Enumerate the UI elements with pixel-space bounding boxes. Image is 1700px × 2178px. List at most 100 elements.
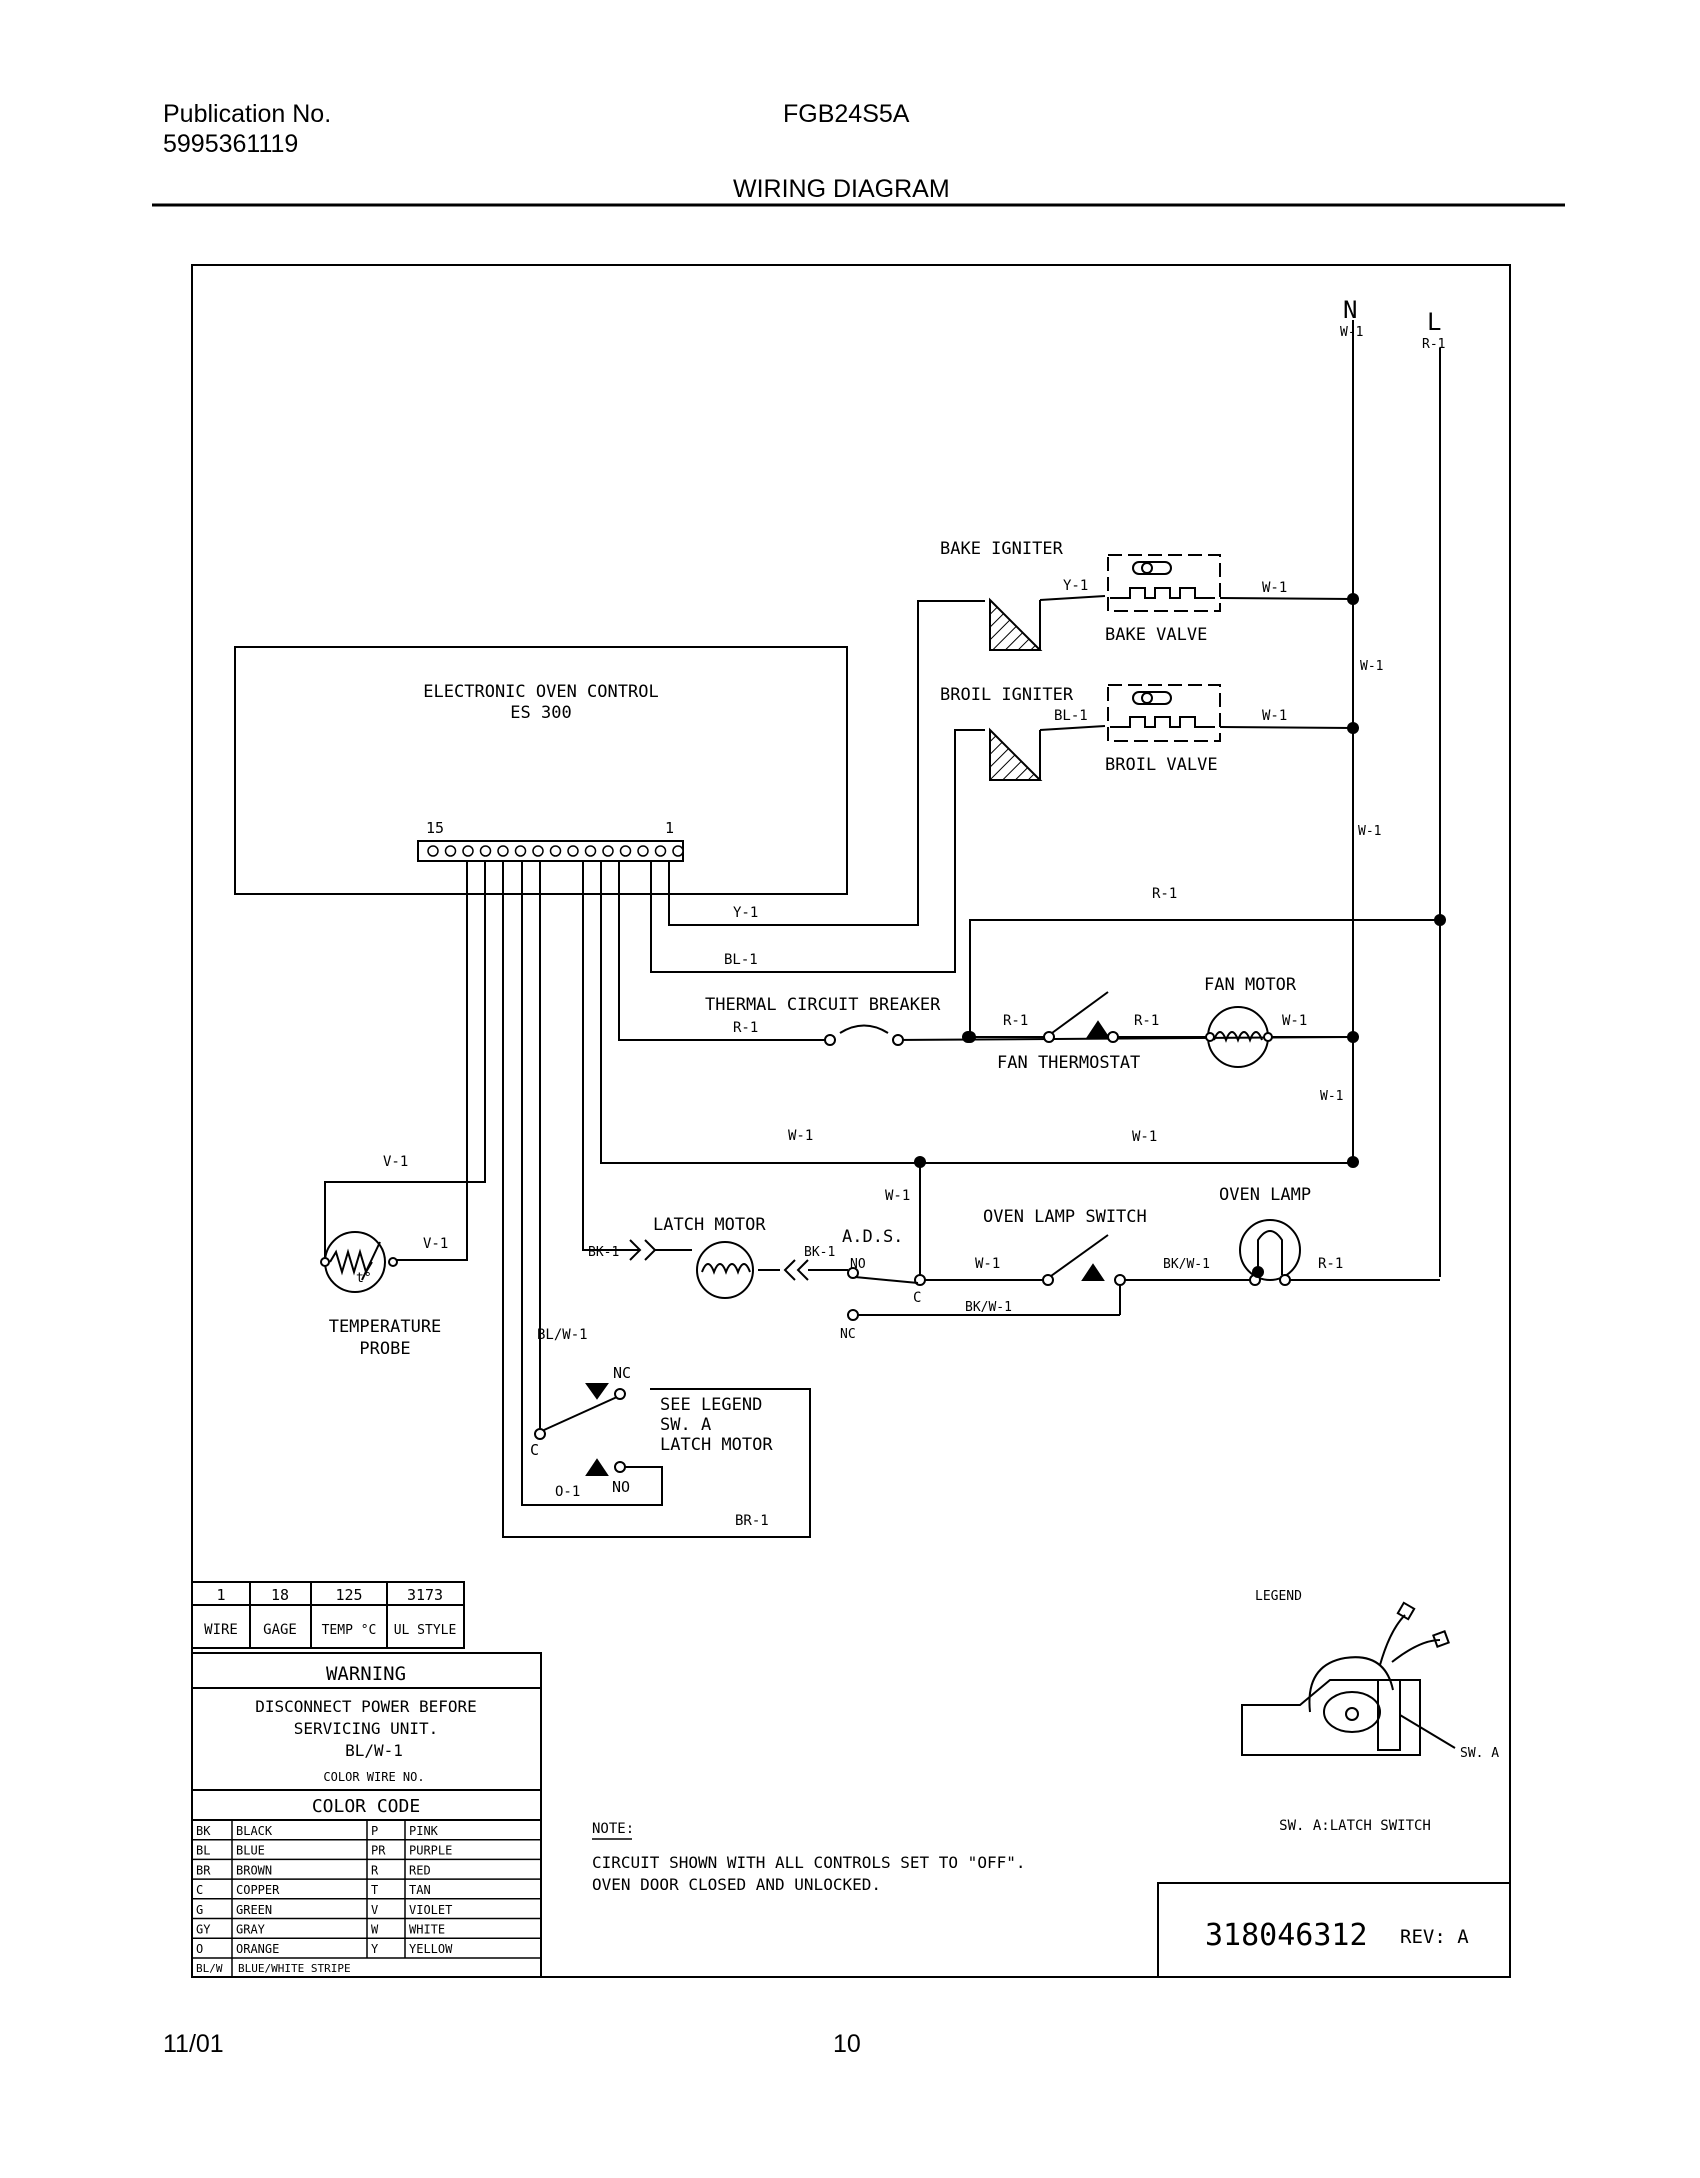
latch-motor-label: LATCH MOTOR	[653, 1215, 766, 1235]
rail-wire-label-2: W-1	[1358, 824, 1381, 839]
oven-lamp-switch	[925, 1234, 1250, 1315]
wire-spec-value-gage: 18	[271, 1586, 289, 1604]
section-title: WIRING DIAGRAM	[733, 175, 950, 203]
latch-motor	[629, 1239, 848, 1299]
color-code-title: COLOR CODE	[312, 1796, 420, 1817]
connector-pin	[462, 845, 474, 857]
part-number-box	[1157, 1882, 1511, 1978]
color-code-cell: W	[371, 1923, 379, 1937]
part-number: 318046312	[1205, 1918, 1368, 1953]
broil-igniter-wire-label: BL-1	[1054, 708, 1088, 724]
color-code-cell: BL	[196, 1844, 210, 1858]
color-code-cell: TAN	[409, 1883, 431, 1897]
neutral-wire-label: W-1	[1340, 325, 1363, 340]
connector-pin	[619, 845, 632, 857]
thermal-breaker-wire-label: R-1	[733, 1020, 758, 1036]
latch-c-label: C	[530, 1441, 539, 1459]
pin-1-label: 1	[665, 819, 674, 837]
color-code-stripe-abbr: BL/W	[196, 1962, 223, 1975]
fan-motor	[1205, 1006, 1353, 1068]
wire-spec-header-wire: WIRE	[204, 1622, 238, 1638]
color-code-cell: GREEN	[236, 1903, 272, 1917]
line-label: L	[1427, 308, 1441, 336]
color-code-cell: GRAY	[236, 1923, 266, 1937]
color-code-cell: PR	[371, 1844, 386, 1858]
diagram-frame	[191, 264, 1511, 1978]
publication-number: 5995361119	[163, 130, 299, 158]
wire-spec-header-temp: TEMP °C	[322, 1623, 377, 1638]
ads-c-label: C	[913, 1290, 921, 1306]
neutral-label: N	[1343, 296, 1357, 324]
lamp-feed-wire-label: BK/W-1	[1163, 1257, 1210, 1272]
color-code-cell: R	[371, 1863, 379, 1877]
warning-example: BL/W-1	[345, 1741, 403, 1760]
color-code-cell: Y	[371, 1942, 379, 1956]
connector-pin	[479, 845, 492, 857]
latch-switch	[502, 861, 811, 1537]
control-bl1-label: BL-1	[724, 952, 758, 968]
connector-pin	[567, 845, 579, 857]
color-code-cell: RED	[409, 1863, 431, 1877]
fan-thermostat-label: FAN THERMOSTAT	[997, 1053, 1140, 1073]
color-code-cell: BLACK	[236, 1824, 273, 1838]
color-code-cell: BR	[196, 1863, 211, 1877]
ads-no-label: NO	[850, 1257, 866, 1272]
line-branch	[969, 919, 1440, 1037]
connector-pins	[427, 845, 684, 857]
broil-igniter	[989, 725, 1106, 781]
control-title: ELECTRONIC OVEN CONTROL	[423, 682, 658, 702]
thermal-breaker-label: THERMAL CIRCUIT BREAKER	[705, 995, 941, 1015]
connector-pin	[637, 845, 649, 857]
publication-label: Publication No.	[163, 100, 332, 128]
color-code-cell: GY	[196, 1923, 211, 1937]
legend-switch-tag: SW. A	[1460, 1746, 1499, 1761]
note-title: NOTE:	[592, 1821, 634, 1837]
broil-valve-label: BROIL VALVE	[1105, 755, 1218, 775]
probe-wire-label-2: V-1	[423, 1236, 448, 1252]
legend-caption: SW. A:LATCH SWITCH	[1279, 1818, 1431, 1834]
footer-date: 11/01	[163, 2030, 224, 2058]
temperature-probe	[320, 1181, 467, 1293]
line-branch-wire-label: R-1	[1152, 886, 1177, 902]
connector-pin	[672, 845, 684, 857]
neutral-branch-label-1: W-1	[788, 1128, 813, 1144]
color-code-cell: O	[196, 1942, 203, 1956]
color-code-cell: BLUE	[236, 1844, 265, 1858]
bake-igniter-wire-label: Y-1	[1063, 578, 1088, 594]
latch-motor-wire-out-label: BK-1	[804, 1245, 835, 1260]
connector-pin	[427, 845, 439, 857]
color-code-cell: PURPLE	[409, 1844, 452, 1858]
thermal-breaker	[824, 1024, 904, 1046]
note-line2: OVEN DOOR CLOSED AND UNLOCKED.	[592, 1875, 881, 1894]
line-wire-label: R-1	[1422, 337, 1445, 352]
bake-valve-wire-label: W-1	[1262, 580, 1287, 596]
probe-label-line1: TEMPERATURE	[329, 1317, 442, 1337]
model-number: FGB24S5A	[783, 100, 910, 128]
oven-lamp-wire-label: R-1	[1318, 1256, 1343, 1272]
latch-legend-illustration	[1241, 1601, 1456, 1756]
fan-motor-label: FAN MOTOR	[1204, 975, 1297, 995]
wire-spec-value-style: 3173	[407, 1586, 443, 1604]
connector-pin	[532, 845, 544, 857]
connector-pin	[549, 845, 562, 857]
probe-symbol: t°	[356, 1271, 372, 1286]
color-code-cell: ORANGE	[236, 1942, 279, 1956]
wire-spec-value-wire: 1	[216, 1586, 225, 1604]
fan-thermostat-wire-in-label: R-1	[1003, 1013, 1028, 1029]
legend-title: LEGEND	[1255, 1589, 1302, 1604]
latch-blw-wire-label: BL/W-1	[537, 1327, 588, 1343]
connector-pin	[514, 845, 527, 857]
rail-wire-label-3: W-1	[1320, 1089, 1343, 1104]
connector-pin	[602, 845, 614, 857]
color-code-cell: T	[371, 1883, 378, 1897]
ads-switch	[847, 1163, 1120, 1321]
color-code-cell: WHITE	[409, 1923, 445, 1937]
control-y1-label: Y-1	[733, 905, 758, 921]
color-code-cell: PINK	[409, 1824, 439, 1838]
latch-br1-wire-label: BR-1	[735, 1513, 769, 1529]
wire-spec-header-gage: GAGE	[263, 1622, 297, 1638]
bake-igniter	[989, 595, 1106, 651]
connector-pin	[444, 845, 457, 857]
